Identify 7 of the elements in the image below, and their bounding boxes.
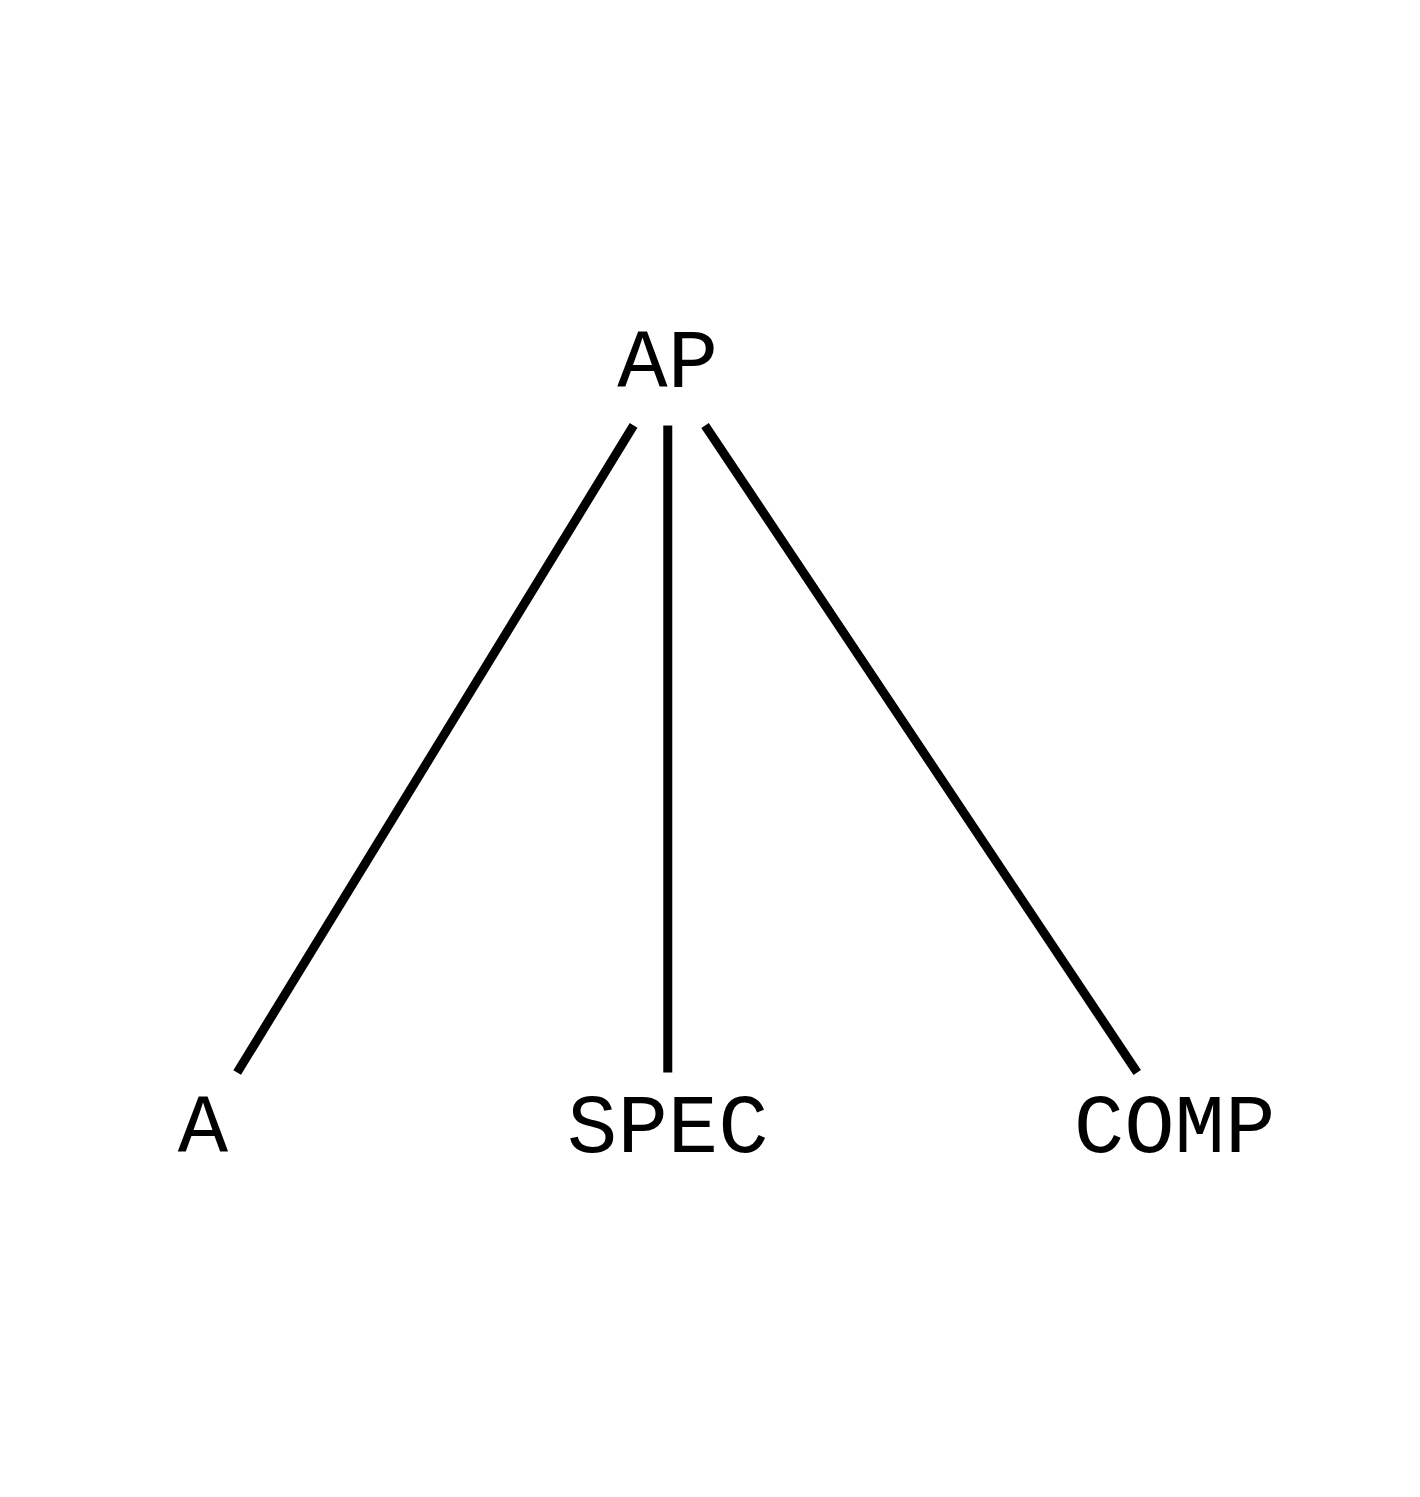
node-text: COMP <box>1073 1081 1275 1177</box>
node-text: A <box>177 1081 228 1177</box>
node-text: AP <box>616 316 718 412</box>
connector <box>232 422 637 1075</box>
connector <box>700 422 1141 1075</box>
node-text: SPEC <box>566 1081 769 1177</box>
connector <box>662 424 672 1072</box>
